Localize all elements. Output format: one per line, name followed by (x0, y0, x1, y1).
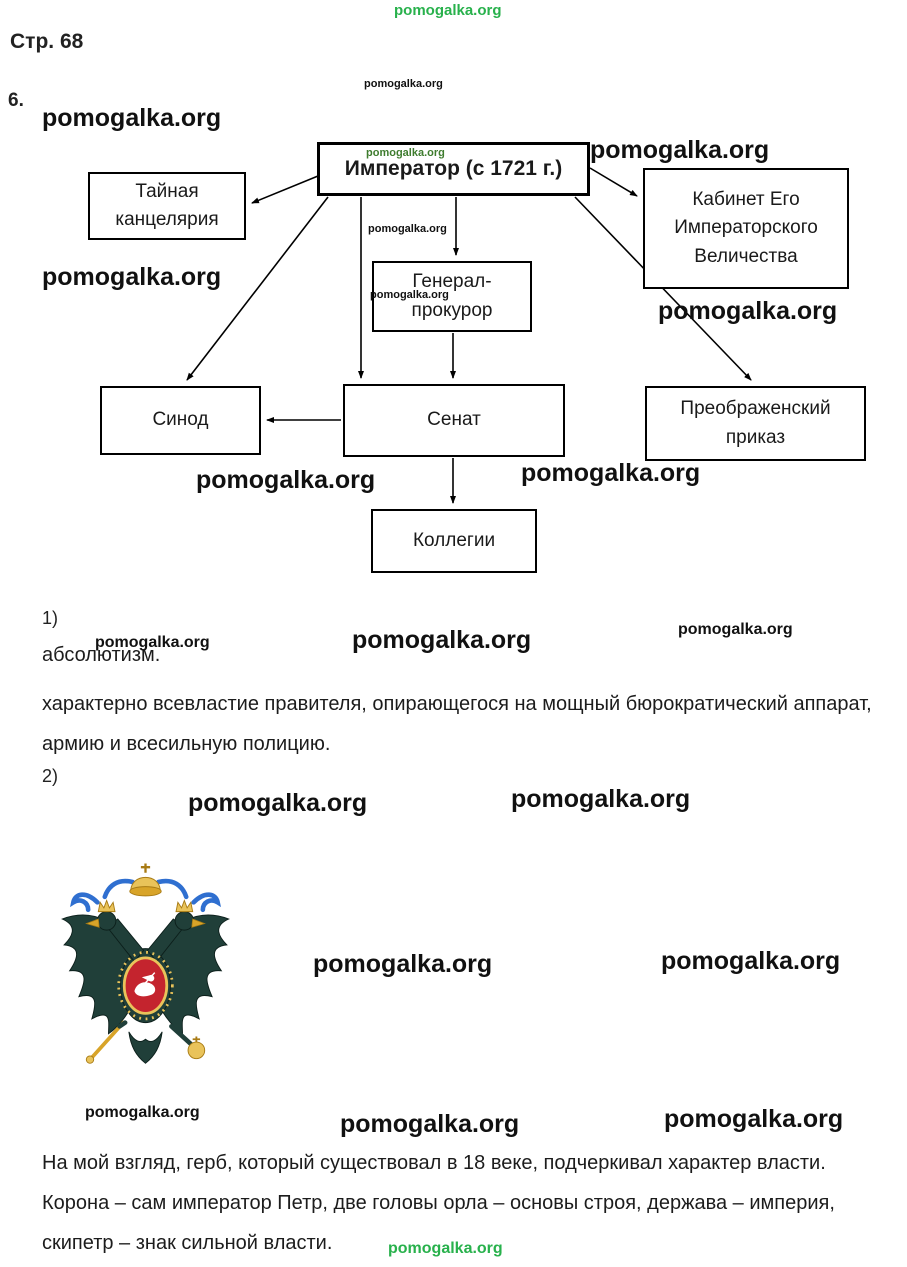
diagram-node-emperor: Император (с 1721 г.) (317, 142, 590, 196)
node-label: Коллегии (412, 529, 496, 551)
watermark: pomogalka.org (340, 1110, 520, 1138)
imperial-eagle-image (61, 863, 230, 1064)
node-label: Преображенский приказ (680, 398, 831, 448)
diagram-node-prosecutor-general: Генерал-прокурор (372, 261, 532, 332)
watermark: pomogalka.org (678, 621, 793, 638)
answer1-paragraph: характерно всевластие правителя, опирающ… (42, 693, 872, 755)
diagram-node-secret-chancellery: Тайная канцелярия (88, 172, 246, 240)
node-label: Синод (152, 409, 209, 431)
answer2-label: 2) (42, 766, 59, 786)
watermark: pomogalka.org (521, 459, 701, 487)
watermark: pomogalka.org (196, 466, 376, 494)
node-label: Император (с 1721 г.) (344, 157, 563, 181)
watermark: pomogalka.org (85, 1104, 200, 1121)
watermark: pomogalka.org (590, 136, 770, 164)
answer1-label: 1) (42, 608, 59, 628)
watermark: pomogalka.org (664, 1105, 844, 1133)
watermark: pomogalka.org (658, 297, 838, 325)
page-title: Стр. 68 (10, 30, 84, 53)
watermark: pomogalka.org (352, 626, 532, 654)
diagram-node-cabinet: Кабинет Его Императорского Величества (643, 168, 849, 289)
diagram-node-senate: Сенат (343, 384, 565, 457)
watermark: pomogalka.org (42, 263, 222, 291)
watermark: pomogalka.org (394, 2, 502, 19)
watermark: pomogalka.org (511, 785, 691, 813)
diagram-node-collegiums: Коллегии (371, 509, 537, 573)
watermark: pomogalka.org (188, 789, 368, 817)
watermark: pomogalka.org (313, 950, 493, 978)
answer2-paragraph: На мой взгляд, герб, который существовал… (42, 1152, 835, 1254)
diagram-node-preobrazhensky-prikaz: Преображенский приказ (645, 386, 866, 461)
task-number: 6. (8, 90, 24, 111)
node-label: Генерал-прокурор (411, 271, 493, 321)
watermark: pomogalka.org (42, 104, 222, 132)
diagram-node-synod: Синод (100, 386, 261, 455)
node-label: Кабинет Его Императорского Величества (674, 188, 818, 267)
watermark: pomogalka.org (364, 78, 443, 90)
watermark: pomogalka.org (368, 223, 447, 235)
node-label: Тайная канцелярия (115, 180, 219, 231)
watermark: pomogalka.org (661, 947, 841, 975)
node-label: Сенат (427, 409, 481, 431)
answer1-absolutism: абсолютизм. (42, 644, 161, 666)
